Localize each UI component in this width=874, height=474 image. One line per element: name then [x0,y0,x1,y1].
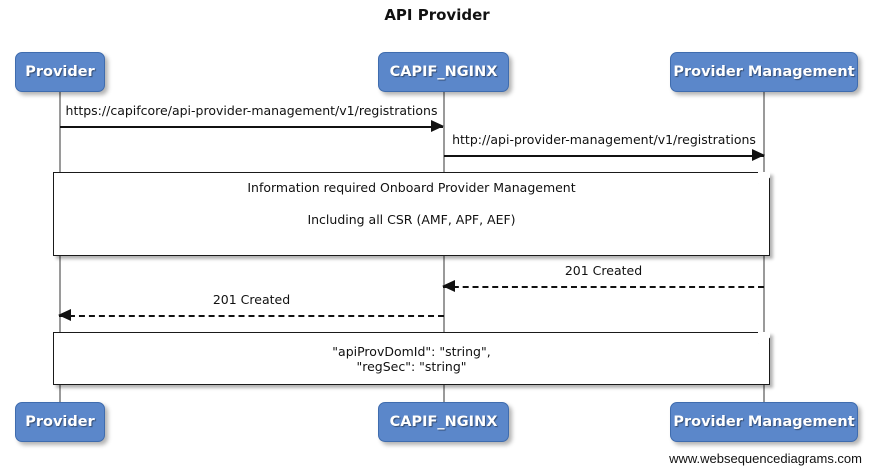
note-fold-icon [758,332,770,344]
note-response-payload: "apiProvDomId": "string", "regSec": "str… [53,332,770,385]
note-onboard-information: Information required Onboard Provider Ma… [53,172,770,256]
participant-label: Provider Management [673,64,855,80]
message-label: https://capifcore/api-provider-managemen… [65,103,438,118]
message-capif-nginx-to-provider-management[interactable]: http://api-provider-management/v1/regist… [444,132,765,165]
note-line: "apiProvDomId": "string", [332,343,491,359]
participant-provider-management-bottom[interactable]: Provider Management [670,402,858,442]
participant-provider-top[interactable]: Provider [15,52,105,92]
participant-label: CAPIF_NGINX [389,414,498,430]
note-line: Information required Onboard Provider Ma… [247,179,576,195]
arrow-head-left-icon [58,309,71,321]
arrow-head-left-icon [442,280,455,292]
message-capif-nginx-to-provider[interactable]: 201 Created [58,292,444,325]
participant-label: Provider Management [673,414,855,430]
message-line [444,155,764,157]
page-title: API Provider [384,6,490,24]
participant-provider-management-top[interactable]: Provider Management [670,52,858,92]
note-fold-icon [758,172,770,184]
participant-label: CAPIF_NGINX [389,64,498,80]
note-line: Including all CSR (AMF, APF, AEF) [307,211,516,227]
message-provider-to-capif-nginx[interactable]: https://capifcore/api-provider-managemen… [60,103,444,136]
participant-capif-nginx-top[interactable]: CAPIF_NGINX [378,52,509,92]
message-provider-management-to-capif-nginx[interactable]: 201 Created [442,263,764,296]
watermark: www.websequencediagrams.com [669,451,862,466]
message-label: http://api-provider-management/v1/regist… [452,132,756,147]
arrow-head-right-icon [431,120,444,132]
message-line [443,286,764,288]
message-line [59,315,444,317]
participant-label: Provider [25,64,95,80]
participant-provider-bottom[interactable]: Provider [15,402,105,442]
participant-label: Provider [25,414,95,430]
message-label: 201 Created [564,263,643,278]
participant-capif-nginx-bottom[interactable]: CAPIF_NGINX [378,402,509,442]
arrow-head-right-icon [752,149,765,161]
message-label: 201 Created [212,292,291,307]
note-line: "regSec": "string" [356,358,467,374]
message-line [60,126,443,128]
